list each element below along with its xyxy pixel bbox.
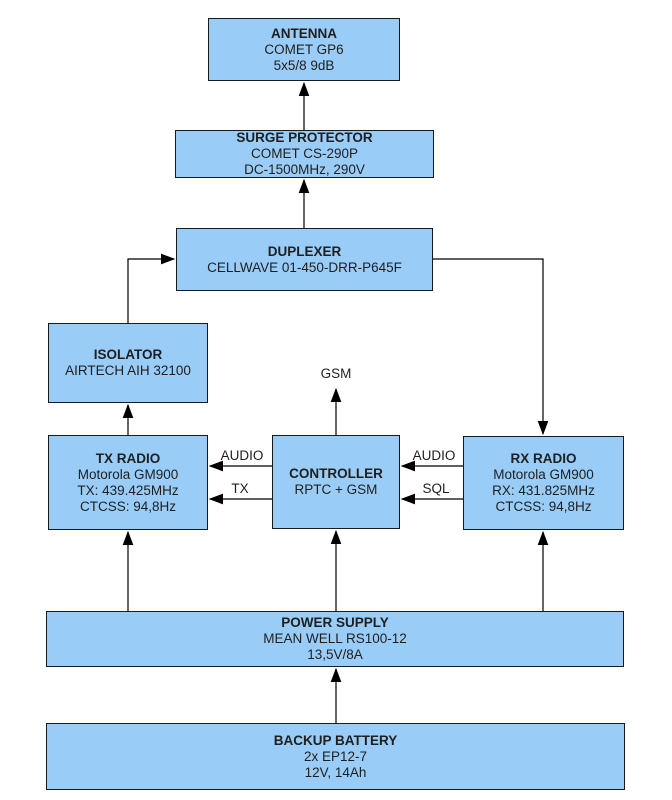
sql-signal-label: SQL (422, 481, 450, 496)
node-isolator: ISOLATOR AIRTECH AIH 32100 (48, 323, 208, 403)
node-rx-radio-line: Motorola GM900 (493, 467, 594, 482)
node-antenna-line: 5x5/8 9dB (273, 57, 335, 73)
node-backup-battery-line: 2x EP12-7 (303, 748, 368, 764)
node-controller-line: RPTC + GSM (294, 482, 378, 497)
node-backup-battery: BACKUP BATTERY 2x EP12-7 12V, 14Ah (46, 723, 625, 790)
node-tx-radio-line: TX: 439.425MHz (77, 482, 179, 498)
node-antenna: ANTENNA COMET GP6 5x5/8 9dB (208, 18, 400, 81)
tx-signal-label: TX (231, 481, 249, 496)
node-power-supply-line: MEAN WELL RS100-12 (263, 631, 407, 646)
node-power-supply-line: 13,5V/8A (307, 647, 363, 662)
node-backup-battery-title: BACKUP BATTERY (273, 732, 398, 748)
node-tx-radio-line: CTCSS: 94,8Hz (79, 498, 177, 514)
node-surge-protector-title: SURGE PROTECTOR (236, 130, 373, 145)
node-surge-protector: SURGE PROTECTOR COMET CS-290P DC-1500MHz… (175, 130, 434, 178)
node-rx-radio-line: CTCSS: 94,8Hz (495, 499, 592, 514)
node-rx-radio-line: RX: 431.825MHz (492, 483, 595, 498)
node-duplexer: DUPLEXER CELLWAVE 01-450-DRR-P645F (176, 228, 433, 291)
gsm-label: GSM (320, 366, 352, 381)
arrow-duplexer-to-rx-radio (433, 258, 549, 436)
node-antenna-title: ANTENNA (271, 25, 337, 41)
node-isolator-line: AIRTECH AIH 32100 (65, 363, 191, 378)
audio-tx-label: AUDIO (220, 448, 264, 463)
node-antenna-line: COMET GP6 (264, 41, 344, 57)
node-isolator-title: ISOLATOR (93, 347, 163, 362)
node-rx-radio: RX RADIO Motorola GM900 RX: 431.825MHz C… (463, 436, 624, 530)
arrow-isolator-to-duplexer (127, 253, 176, 323)
node-surge-protector-line: DC-1500MHz, 290V (244, 162, 365, 177)
audio-rx-label: AUDIO (412, 448, 456, 463)
node-power-supply-title: POWER SUPPLY (281, 615, 389, 630)
node-tx-radio: TX RADIO Motorola GM900 TX: 439.425MHz C… (48, 435, 208, 530)
node-duplexer-line: CELLWAVE 01-450-DRR-P645F (207, 259, 402, 275)
node-controller-title: CONTROLLER (289, 466, 383, 481)
node-power-supply: POWER SUPPLY MEAN WELL RS100-12 13,5V/8A (46, 611, 624, 667)
node-surge-protector-line: COMET CS-290P (250, 146, 359, 161)
node-tx-radio-title: TX RADIO (95, 450, 161, 466)
node-controller: CONTROLLER RPTC + GSM (272, 435, 400, 529)
node-tx-radio-line: Motorola GM900 (77, 466, 179, 482)
node-duplexer-title: DUPLEXER (267, 243, 342, 259)
node-backup-battery-line: 12V, 14Ah (304, 764, 367, 780)
node-rx-radio-title: RX RADIO (510, 451, 577, 466)
